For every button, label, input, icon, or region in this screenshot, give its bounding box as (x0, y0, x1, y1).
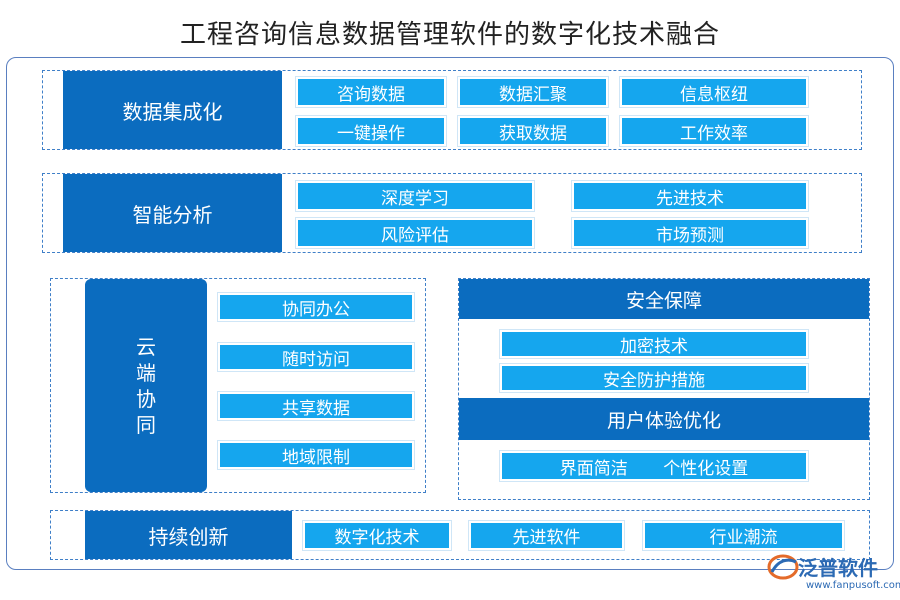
item-one-click: 一键操作 (296, 116, 446, 146)
page-title: 工程咨询信息数据管理软件的数字化技术融合 (179, 20, 720, 50)
innovation-section (50, 510, 870, 560)
smart-analysis-section (42, 173, 862, 253)
item-market-forecast: 市场预测 (572, 218, 808, 248)
item-data-aggregation: 数据汇聚 (458, 77, 608, 107)
item-info-hub: 信息枢纽 (620, 77, 808, 107)
brand-logo: 泛普软件 www.fanpusoft.com (766, 552, 900, 598)
innovation-label: 持续创新 (85, 511, 292, 559)
cloud-collab-section (50, 278, 426, 493)
cloud-collab-char-3: 协 (136, 386, 156, 411)
item-share-data: 共享数据 (218, 392, 414, 420)
cloud-collab-char-1: 云 (136, 334, 156, 359)
item-consult-data: 咨询数据 (296, 77, 446, 107)
item-work-efficiency: 工作效率 (620, 116, 808, 146)
cloud-collab-char-4: 同 (136, 412, 156, 437)
item-clean-ui: 界面简洁 (559, 458, 628, 479)
security-label: 安全保障 (459, 279, 869, 319)
item-personalization: 个性化设置 (663, 458, 749, 479)
item-digital-tech: 数字化技术 (303, 521, 451, 550)
logo-name: 泛普软件 (798, 556, 878, 580)
user-experience-label: 用户体验优化 (459, 398, 869, 440)
item-get-data: 获取数据 (458, 116, 608, 146)
item-security-measures: 安全防护措施 (500, 364, 808, 392)
item-advanced-software: 先进软件 (469, 521, 624, 550)
security-ux-section (458, 278, 870, 500)
item-advanced-tech: 先进技术 (572, 181, 808, 211)
smart-analysis-label: 智能分析 (63, 174, 282, 252)
cloud-collab-label: 云 端 协 同 (85, 279, 207, 492)
cloud-collab-char-2: 端 (136, 360, 156, 385)
item-anytime-access: 随时访问 (218, 343, 414, 371)
logo-url: www.fanpusoft.com (806, 580, 900, 591)
user-experience-items: 界面简洁 个性化设置 (500, 451, 808, 481)
item-region-limit: 地域限制 (218, 441, 414, 469)
item-encryption: 加密技术 (500, 330, 808, 358)
fanpu-logo-icon (767, 554, 799, 580)
data-integration-label: 数据集成化 (63, 71, 282, 149)
item-collab-office: 协同办公 (218, 293, 414, 321)
data-integration-section (42, 70, 862, 150)
item-risk-assessment: 风险评估 (296, 218, 534, 248)
outer-frame (6, 57, 894, 570)
item-industry-trend: 行业潮流 (643, 521, 844, 550)
item-deep-learning: 深度学习 (296, 181, 534, 211)
